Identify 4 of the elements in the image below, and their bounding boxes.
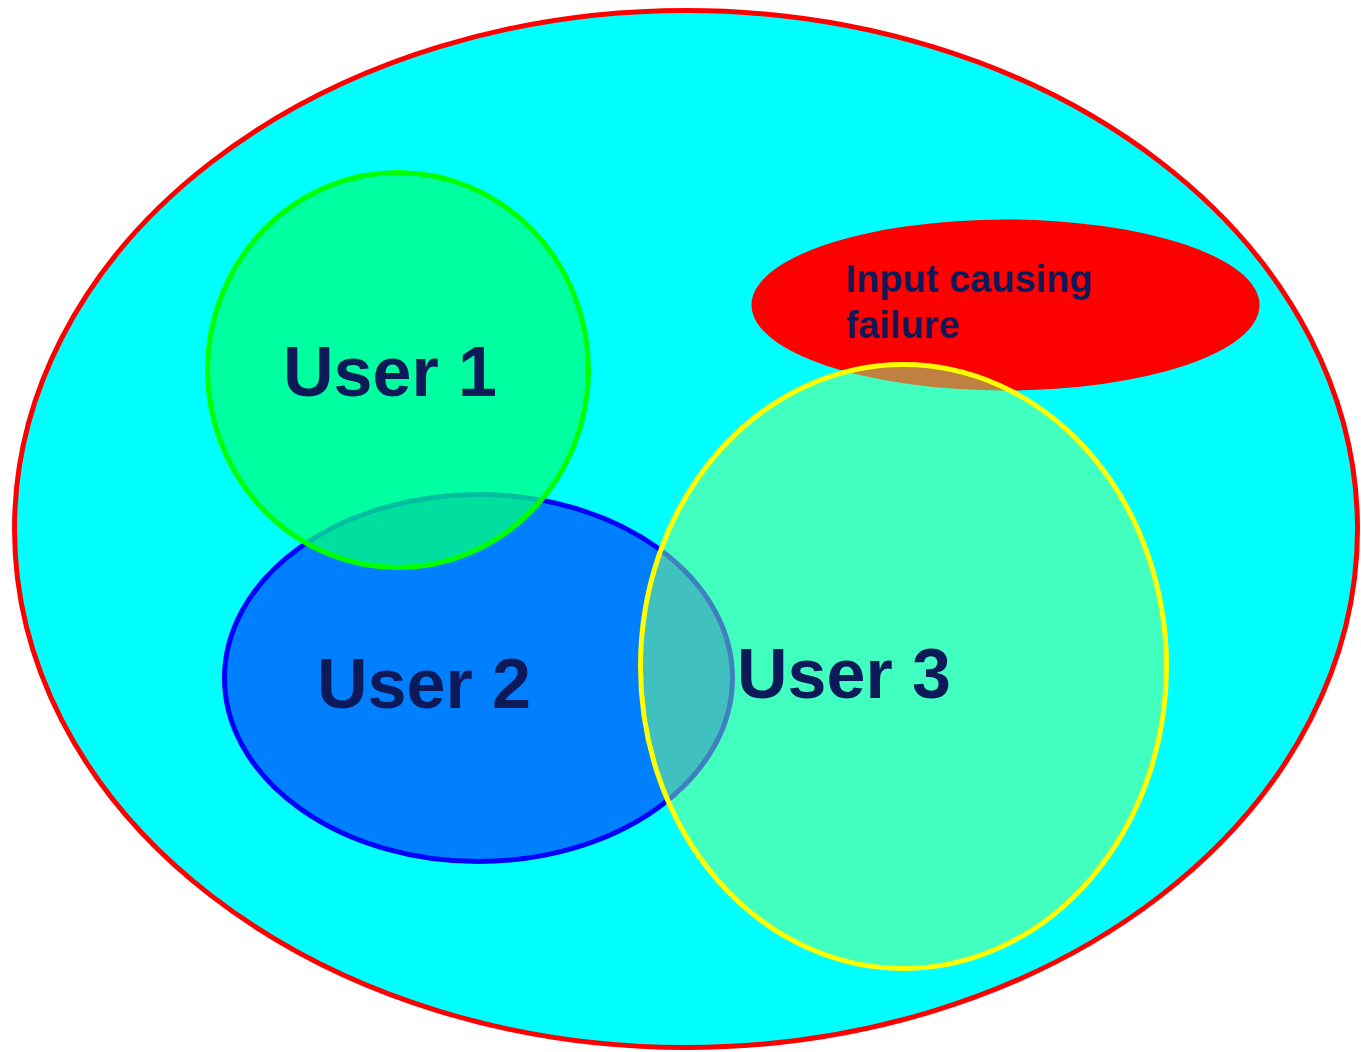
set-label: User 3	[737, 634, 952, 715]
set-label: User 2	[317, 644, 532, 725]
set-label: User 1	[283, 332, 498, 413]
set-label: Input causing failure	[846, 257, 1094, 348]
